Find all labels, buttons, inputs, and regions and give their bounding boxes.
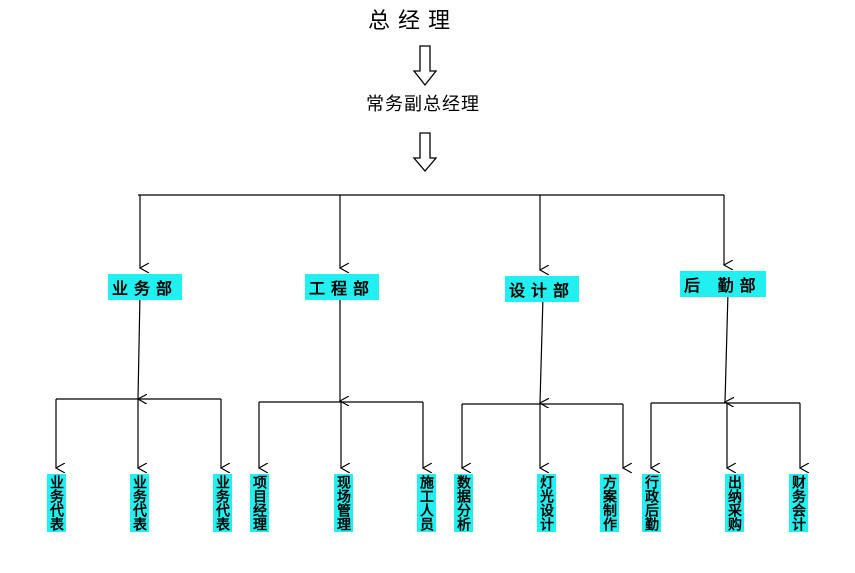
leaf-admin-logistics: 行政后勤 xyxy=(642,474,661,532)
leaf-project-manager: 项目经理 xyxy=(250,474,269,532)
leaf-business-rep-2: 业务代表 xyxy=(130,474,149,532)
dept-engineering: 工程部 xyxy=(305,274,380,300)
dept-business: 业务部 xyxy=(108,274,183,300)
dept4-stem xyxy=(725,291,728,402)
dept3-stem xyxy=(540,295,543,403)
leaf-site-management: 现场管理 xyxy=(334,474,353,532)
leaf-lighting-design: 灯光设计 xyxy=(537,474,556,532)
leaf-business-rep-3: 业务代表 xyxy=(213,474,232,532)
dept-logistics: 后 勤部 xyxy=(680,271,766,297)
leaf-business-rep-1: 业务代表 xyxy=(47,474,66,532)
leaf-finance-accounting: 财务会计 xyxy=(789,474,808,532)
general-manager-title: 总经理 xyxy=(368,9,459,34)
dept1-stem xyxy=(138,293,140,399)
vice-general-manager-title: 常务副总经理 xyxy=(366,94,480,115)
hollow-arrow-2 xyxy=(412,132,438,173)
hollow-arrow-1 xyxy=(412,45,438,87)
leaf-construction-staff: 施工人员 xyxy=(417,474,436,532)
leaf-cashier-purchase: 出纳采购 xyxy=(725,474,744,532)
dept-design: 设计部 xyxy=(505,276,580,302)
leaf-plan-production: 方案制作 xyxy=(600,474,619,532)
leaf-data-analysis: 数据分析 xyxy=(454,474,473,532)
